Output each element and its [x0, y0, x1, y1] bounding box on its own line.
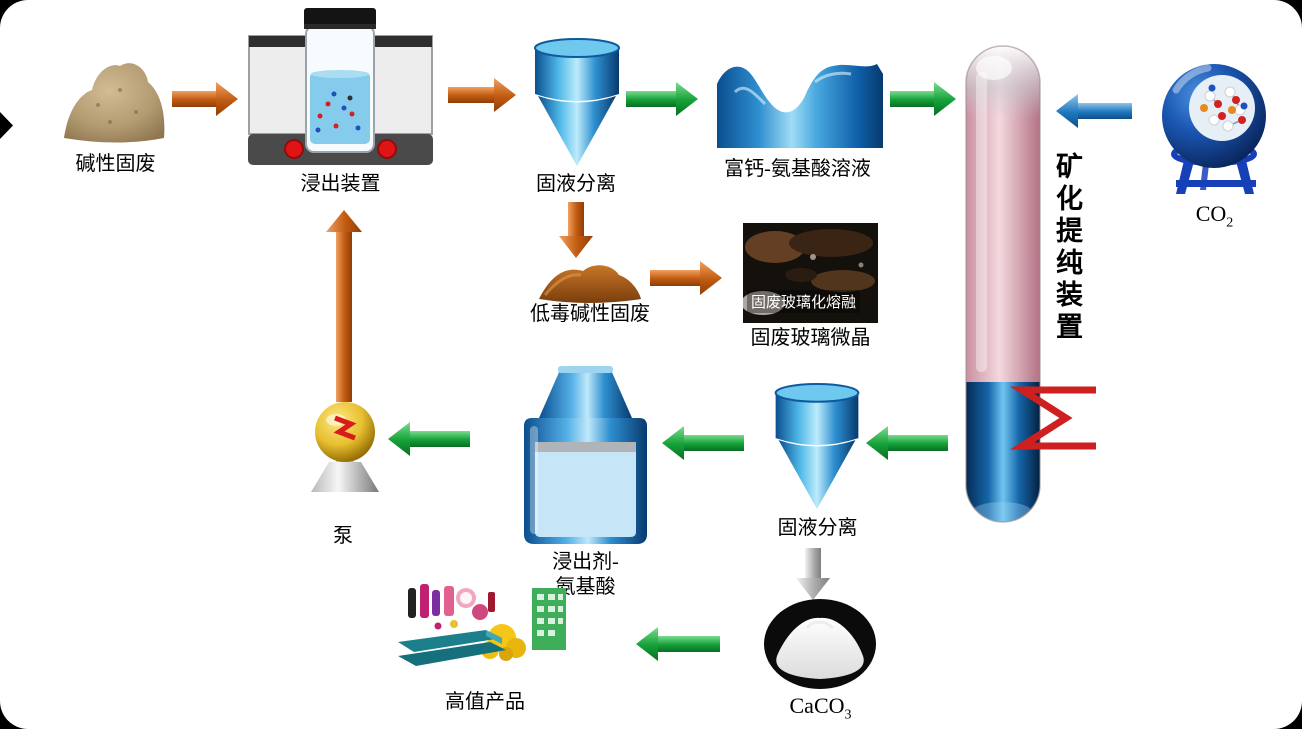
caco3-label: CaCO3: [789, 693, 852, 723]
column-label: 矿化提纯装置: [1052, 152, 1082, 344]
solution-wave-icon: [717, 64, 883, 148]
arrow-separation1-to-lowtox: [559, 202, 593, 258]
products-label: 高值产品: [445, 691, 525, 713]
pump-label: 泵: [333, 525, 353, 547]
arrow-column-to-separation2: [866, 426, 948, 460]
glass-label: 固废玻璃微晶: [750, 327, 871, 349]
leaching-agent-label: 浸出剂- 氨基酸: [552, 551, 619, 598]
high-value-products-icon: [398, 584, 566, 666]
arrow-agent-to-pump: [388, 422, 470, 456]
edge-artifact: [0, 112, 13, 139]
glass-microcrystal-image: [743, 223, 878, 323]
alkaline-waste-label: 碱性固废: [75, 153, 156, 175]
arrow-co2-to-column: [1056, 94, 1132, 128]
leaching-device-icon: [248, 8, 433, 165]
caco3-powder-icon: [764, 599, 876, 689]
arrow-caco3-to-products: [636, 627, 720, 661]
arrow-separation1-to-solution: [626, 82, 698, 116]
arrow-solution-to-column: [890, 82, 956, 116]
arrow-waste-to-leaching: [172, 82, 238, 116]
leaching-device-label: 浸出装置: [300, 173, 381, 195]
arrow-leaching-to-separation1: [448, 78, 516, 112]
leaching-agent-tank-icon: [524, 366, 647, 544]
separation1-label: 固液分离: [536, 173, 616, 195]
separation-funnel-icon: [534, 38, 620, 166]
arrow-separation2-to-caco3: [796, 548, 830, 600]
solution-label: 富钙-氨基酸溶液: [724, 158, 871, 180]
arrow-lowtox-to-glass: [650, 261, 722, 295]
co2-label: CO2: [1195, 201, 1234, 231]
arrow-separation2-to-agent: [662, 426, 744, 460]
separation2-label: 固液分离: [777, 517, 858, 539]
arrow-pump-to-leaching: [326, 210, 362, 402]
lowtox-pile-icon: [539, 265, 641, 303]
co2-sphere-icon: [1162, 64, 1266, 194]
lowtox-label: 低毒碱性固废: [530, 303, 650, 325]
glass-overlay-caption: 固废玻璃化熔融: [747, 290, 861, 313]
powder-pile-icon: [64, 63, 165, 143]
separation-funnel2-icon: [774, 383, 860, 510]
mineralization-column-icon: [965, 45, 1096, 523]
pump-icon: [311, 402, 379, 492]
